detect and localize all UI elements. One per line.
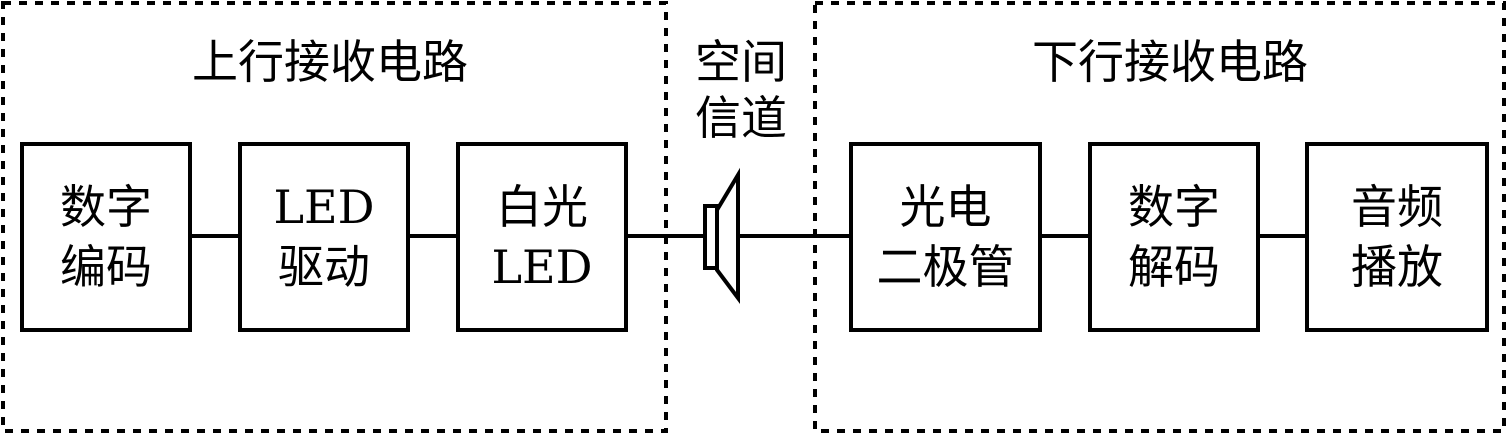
downlink-title: 下行接收电路 — [1032, 35, 1308, 89]
block-label: 编码 — [60, 240, 152, 294]
block-label: 驱动 — [278, 240, 370, 294]
block-photodiode: 光电 二极管 — [849, 142, 1042, 332]
block-label: LED — [491, 240, 593, 294]
channel-label: 空间 信道 — [676, 34, 806, 146]
block-label: 数字 — [60, 180, 152, 234]
downlink-group-border — [813, 1, 1506, 433]
uplink-title: 上行接收电路 — [192, 35, 468, 89]
block-led-driver: LED 驱动 — [238, 142, 410, 332]
block-label: 光电 — [899, 180, 992, 234]
block-label: 解码 — [1128, 240, 1220, 294]
block-white-led: 白光 LED — [456, 142, 628, 332]
speaker-icon — [703, 167, 740, 304]
block-label: 白光 — [496, 180, 588, 234]
block-label: LED — [273, 180, 375, 234]
channel-label-line1: 空间 — [695, 35, 787, 89]
block-label: 二极管 — [876, 240, 1015, 294]
block-audio-playback: 音频 播放 — [1305, 142, 1489, 332]
block-label: 数字 — [1128, 180, 1220, 234]
block-digital-decoding: 数字 解码 — [1088, 142, 1260, 332]
block-digital-encoding: 数字 编码 — [20, 142, 192, 332]
block-label: 播放 — [1351, 240, 1443, 294]
channel-label-line2: 信道 — [695, 91, 787, 145]
uplink-group-border — [1, 1, 668, 433]
block-label: 音频 — [1351, 180, 1443, 234]
